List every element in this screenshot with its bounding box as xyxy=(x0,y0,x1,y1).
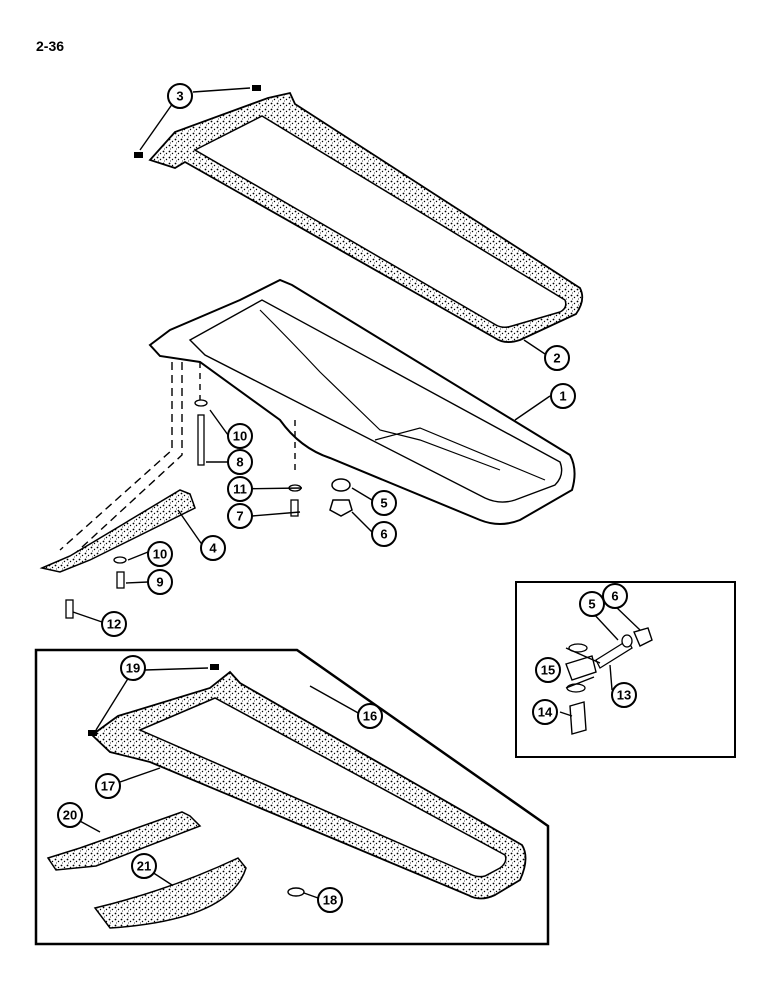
bolt-7 xyxy=(290,499,299,517)
svg-text:10: 10 xyxy=(233,429,247,444)
svg-text:5: 5 xyxy=(380,496,387,511)
svg-text:12: 12 xyxy=(107,617,121,632)
callout-10: 10 xyxy=(227,423,253,449)
callout-2: 2 xyxy=(544,345,570,371)
svg-text:4: 4 xyxy=(209,541,217,556)
svg-text:1: 1 xyxy=(559,389,566,404)
washer-10b xyxy=(113,556,127,564)
callout-9: 9 xyxy=(147,569,173,595)
drain-plug xyxy=(329,499,353,517)
callout-14: 14 xyxy=(532,699,558,725)
kit-clip-left xyxy=(88,730,97,736)
svg-text:18: 18 xyxy=(323,893,337,908)
kit-seal-strip xyxy=(93,857,247,929)
kit-plate-gasket xyxy=(46,811,202,871)
drain-plug-assembly xyxy=(565,627,653,735)
svg-text:17: 17 xyxy=(101,779,115,794)
svg-text:6: 6 xyxy=(380,527,387,542)
oil-pan xyxy=(148,278,576,525)
svg-text:7: 7 xyxy=(236,509,243,524)
callout-15: 15 xyxy=(535,657,561,683)
callout-20: 20 xyxy=(57,802,83,828)
washer-10 xyxy=(194,399,208,407)
drain-plug-gasket xyxy=(331,478,351,492)
gasket-clip-top xyxy=(252,85,261,91)
svg-text:2: 2 xyxy=(553,351,560,366)
callout-10b: 10 xyxy=(147,541,173,567)
page-number: 2-36 xyxy=(36,38,65,54)
callout-5: 5 xyxy=(371,490,397,516)
svg-text:9: 9 xyxy=(156,575,163,590)
svg-text:19: 19 xyxy=(126,661,140,676)
callout-19: 19 xyxy=(120,655,146,681)
long-bolt xyxy=(197,414,205,466)
svg-text:15: 15 xyxy=(541,663,555,678)
reinforcement-plate xyxy=(39,489,196,573)
svg-text:13: 13 xyxy=(617,688,631,703)
lower-pan-gasket xyxy=(90,670,527,900)
callout-7: 7 xyxy=(227,503,253,529)
svg-text:5: 5 xyxy=(588,597,595,612)
callout-11: 11 xyxy=(227,476,253,502)
svg-text:20: 20 xyxy=(63,808,77,823)
callout-4: 4 xyxy=(200,535,226,561)
svg-text:16: 16 xyxy=(363,709,377,724)
svg-text:11: 11 xyxy=(233,482,247,497)
gasket-clip-left xyxy=(134,152,143,158)
callout-6b: 6 xyxy=(602,583,628,609)
svg-text:3: 3 xyxy=(176,89,183,104)
bolt-9 xyxy=(116,571,125,589)
svg-text:10: 10 xyxy=(153,547,167,562)
callout-3: 3 xyxy=(167,83,193,109)
callout-12: 12 xyxy=(101,611,127,637)
upper-pan-gasket xyxy=(148,91,584,343)
callout-1: 1 xyxy=(550,383,576,409)
svg-text:14: 14 xyxy=(538,705,553,720)
kit-washer xyxy=(287,887,305,897)
kit-clip-top xyxy=(210,664,219,670)
callout-8: 8 xyxy=(227,449,253,475)
callout-18: 18 xyxy=(317,887,343,913)
svg-text:6: 6 xyxy=(611,589,618,604)
callout-13: 13 xyxy=(611,682,637,708)
callout-leaders xyxy=(72,87,641,899)
svg-text:8: 8 xyxy=(236,455,243,470)
callout-16: 16 xyxy=(357,703,383,729)
bolt-12 xyxy=(65,599,74,619)
callout-5b: 5 xyxy=(579,591,605,617)
callout-21: 21 xyxy=(131,853,157,879)
svg-text:21: 21 xyxy=(137,859,151,874)
callout-17: 17 xyxy=(95,773,121,799)
callout-6: 6 xyxy=(371,521,397,547)
